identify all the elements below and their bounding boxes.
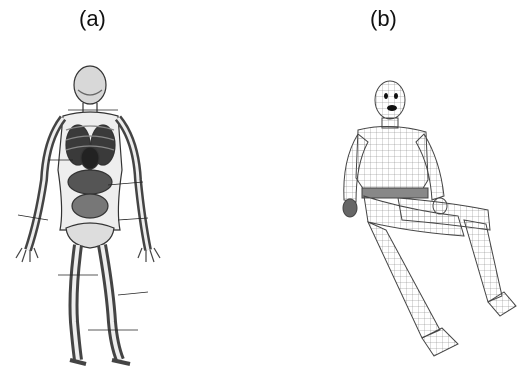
- wireframe-head: [375, 81, 405, 119]
- anatomy-figure-svg: [8, 60, 168, 370]
- anatomy-figure-image: [8, 60, 168, 370]
- heart: [81, 147, 99, 169]
- liver: [68, 170, 112, 194]
- wireframe-torso: [356, 126, 428, 190]
- wireframe-right-shin: [464, 220, 502, 302]
- feet: [70, 360, 130, 364]
- left-hand: [16, 248, 38, 262]
- panel-label-b: (b): [370, 6, 397, 32]
- wireframe-figure-svg: [298, 60, 517, 370]
- wireframe-left-shin: [368, 222, 440, 338]
- panel-label-a: (a): [79, 6, 106, 32]
- intestines: [72, 194, 108, 218]
- skull: [74, 66, 106, 104]
- wireframe-figure-image: [298, 60, 517, 370]
- right-hand: [138, 248, 160, 262]
